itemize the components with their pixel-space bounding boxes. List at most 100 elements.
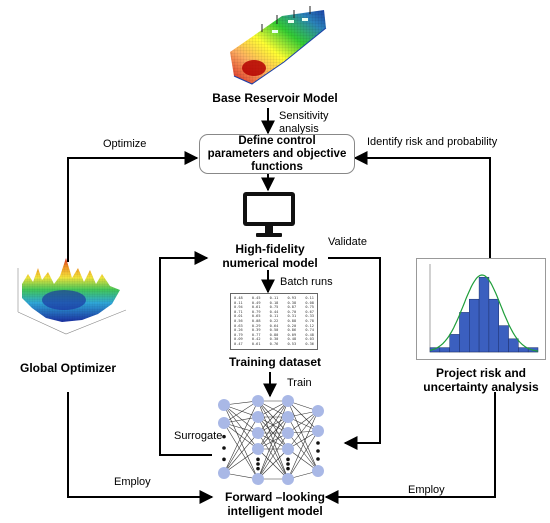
edge-label-optimize: Optimize xyxy=(103,138,147,150)
nn-node xyxy=(252,411,264,423)
dataset-cell: 0.11 xyxy=(305,296,314,300)
nn-ellipsis-dot xyxy=(286,462,290,466)
histogram-bar xyxy=(469,298,480,353)
nn-ellipsis-dot xyxy=(222,434,226,439)
nn-node xyxy=(252,443,264,455)
dataset-cell: 0.78 xyxy=(305,318,314,323)
define-params-line-2: parameters and objective xyxy=(207,147,347,160)
dataset-cell: 0.61 xyxy=(251,305,261,310)
nn-node xyxy=(282,427,294,439)
dataset-cell: 0.67 xyxy=(305,309,314,314)
node-forward-model-line-1: Forward –looking xyxy=(224,490,325,504)
reservoir-3d-icon xyxy=(230,6,327,85)
nn-connection xyxy=(223,400,259,424)
nn-node xyxy=(218,399,230,411)
nn-connection xyxy=(223,404,259,434)
nn-connection xyxy=(287,416,319,472)
dataset-cell: 0.26 xyxy=(234,328,243,333)
node-high-fidelity-line-2: numerical model xyxy=(222,256,318,270)
nn-connection xyxy=(257,432,289,480)
nn-connection xyxy=(287,400,319,472)
nn-ellipsis-dot xyxy=(316,457,320,461)
dataset-cell: 0.63 xyxy=(234,323,243,328)
dataset-cell: 0.47 xyxy=(234,341,243,346)
dataset-cell: 0.71 xyxy=(234,309,243,314)
nn-connection xyxy=(223,448,259,474)
dataset-cell: 0.42 xyxy=(251,337,261,342)
nn-connection xyxy=(287,410,319,434)
nn-ellipsis-dot xyxy=(222,446,226,450)
nn-connection xyxy=(287,432,319,472)
nn-node xyxy=(218,467,230,479)
dataset-cell: 0.50 xyxy=(269,328,279,333)
dataset-cell: 0.70 xyxy=(287,309,297,314)
dataset-cell: 0.48 xyxy=(234,296,243,300)
dataset-cell: 0.45 xyxy=(251,296,261,300)
nn-connection xyxy=(287,400,319,432)
histogram-bar xyxy=(439,347,450,353)
node-define-control-parameters: Define control parameters and objective … xyxy=(199,134,355,174)
dataset-cell: 0.74 xyxy=(305,328,314,333)
nn-connection xyxy=(223,404,259,450)
dataset-cell: 0.65 xyxy=(251,314,261,319)
dataset-cell: 0.33 xyxy=(305,314,314,319)
arrow-employ-right xyxy=(324,392,496,504)
dataset-cell: 0.11 xyxy=(269,314,279,319)
edge-label-sensitivity-1: Sensitivity xyxy=(279,110,329,122)
dataset-cell: 0.86 xyxy=(287,328,297,333)
histogram-bar xyxy=(478,276,490,353)
dataset-cell: 0.01 xyxy=(234,314,243,319)
node-project-risk-line-1: Project risk and xyxy=(435,366,527,380)
nn-ellipsis-dot xyxy=(286,466,290,471)
arrow-identify-risk xyxy=(353,151,491,258)
node-forward-model-line-2: intelligent model xyxy=(227,504,323,518)
nn-node xyxy=(312,465,324,477)
nn-ellipsis-dot xyxy=(256,462,260,466)
nn-connection xyxy=(257,416,289,480)
dataset-cell: 0.75 xyxy=(269,305,279,310)
dataset-cell: 0.75 xyxy=(305,305,314,310)
dataset-cell: 0.88 xyxy=(287,318,297,323)
arrow-surrogate xyxy=(159,251,212,456)
dataset-cell: 0.53 xyxy=(287,341,297,346)
histogram-bar xyxy=(459,312,470,353)
nn-node xyxy=(312,405,324,417)
nn-connection xyxy=(223,404,259,418)
arrow-employ-left xyxy=(67,392,214,504)
edge-label-batch-runs: Batch runs xyxy=(280,276,333,288)
nn-connection xyxy=(223,400,259,474)
dataset-cell: 0.80 xyxy=(269,332,279,337)
dataset-cell: 0.38 xyxy=(287,300,297,305)
nn-node xyxy=(312,425,324,437)
define-params-line-3: functions xyxy=(251,160,303,173)
dataset-cell: 0.76 xyxy=(269,341,279,346)
nn-node xyxy=(252,427,264,439)
neural-network-icon xyxy=(218,395,324,485)
edge-label-surrogate: Surrogate xyxy=(174,430,223,442)
nn-node xyxy=(252,473,264,485)
dataset-cell: 0.48 xyxy=(287,337,297,342)
dataset-cell: 0.44 xyxy=(269,309,279,314)
node-global-optimizer: Global Optimizer xyxy=(19,361,116,375)
nn-connection xyxy=(223,404,259,480)
dataset-cell: 0.22 xyxy=(269,318,279,323)
nn-connection xyxy=(223,416,259,474)
nn-node xyxy=(252,395,264,407)
edge-label-identify-risk: Identify risk and probability xyxy=(367,136,498,148)
arrow-optimize xyxy=(67,151,199,262)
node-high-fidelity-line-1: High-fidelity xyxy=(235,242,305,256)
dataset-cell: 0.94 xyxy=(234,305,243,310)
dataset-cell: 0.03 xyxy=(305,337,314,342)
dataset-cell: 0.29 xyxy=(251,323,261,328)
nn-connection xyxy=(257,416,289,450)
